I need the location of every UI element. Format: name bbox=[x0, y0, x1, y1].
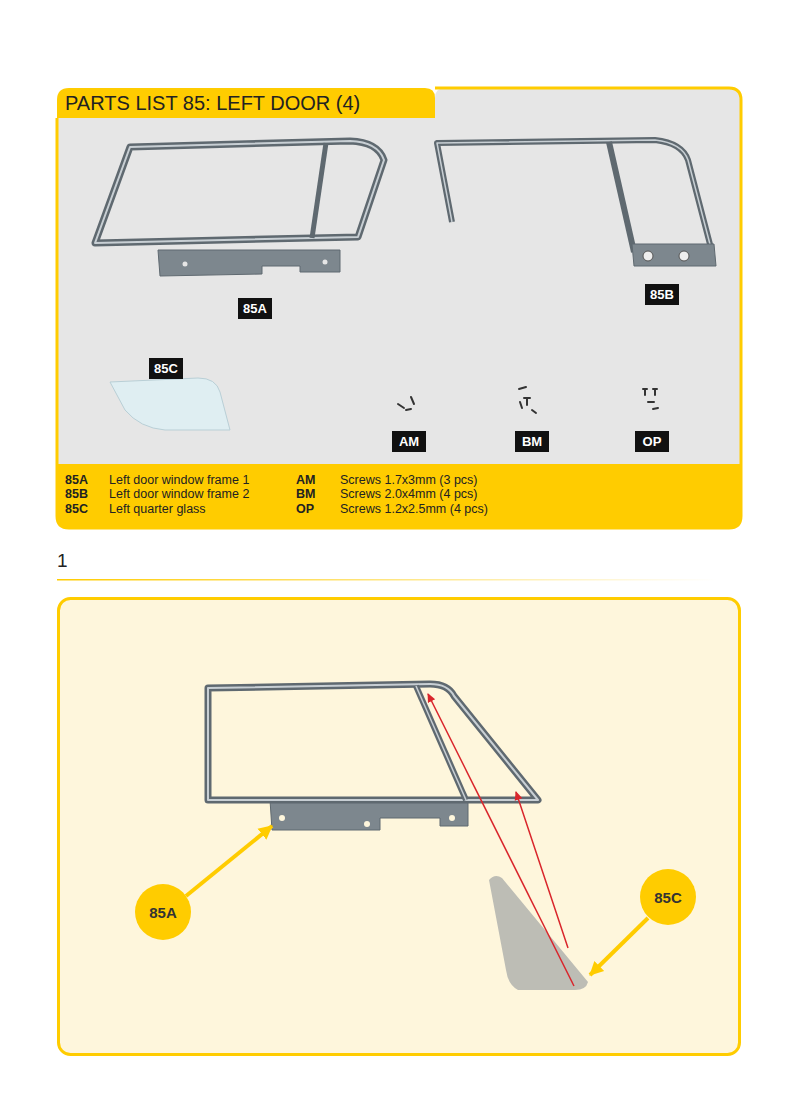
part-tag: BM bbox=[515, 431, 549, 452]
part-code: 85A bbox=[65, 474, 88, 488]
part-tag: 85A bbox=[238, 298, 272, 319]
leader-arrow bbox=[590, 918, 648, 975]
quarter-glass bbox=[489, 876, 588, 990]
assembly-arrow bbox=[516, 792, 568, 948]
step-number: 1 bbox=[57, 551, 68, 572]
window-frame-part bbox=[437, 140, 716, 266]
part-code: 85C bbox=[65, 503, 88, 517]
part-description: Screws 1.7x3mm (3 pcs) bbox=[340, 474, 478, 488]
callout-number: 85C bbox=[154, 361, 178, 376]
part-tag: 85B bbox=[645, 284, 679, 305]
callout-number: AM bbox=[399, 434, 419, 449]
callout-circle: 85A bbox=[135, 884, 191, 940]
part-description: Left door window frame 1 bbox=[109, 474, 249, 488]
window-frame-assembly bbox=[208, 684, 538, 830]
callout-number: BM bbox=[522, 434, 542, 449]
part-tag: OP bbox=[635, 431, 669, 452]
part-code: OP bbox=[296, 503, 314, 517]
part-code: AM bbox=[296, 474, 315, 488]
parts-list-title: PARTS LIST 85: LEFT DOOR (4) bbox=[65, 92, 360, 115]
part-code: BM bbox=[296, 488, 315, 502]
screw-icons bbox=[398, 387, 658, 413]
part-tag: AM bbox=[392, 431, 426, 452]
quarter-glass-part bbox=[110, 378, 230, 430]
part-description: Screws 1.2x2.5mm (4 pcs) bbox=[340, 503, 488, 517]
part-description: Left door window frame 2 bbox=[109, 488, 249, 502]
callout-number: 85A bbox=[149, 904, 177, 921]
part-description: Left quarter glass bbox=[109, 503, 206, 517]
step-rule bbox=[57, 579, 717, 581]
assembly-arrow bbox=[428, 694, 574, 986]
callout-circle: 85C bbox=[640, 869, 696, 925]
part-code: 85B bbox=[65, 488, 88, 502]
callout-number: 85C bbox=[654, 889, 682, 906]
leader-arrow bbox=[186, 826, 272, 896]
callout-number: OP bbox=[643, 434, 662, 449]
part-description: Screws 2.0x4mm (4 pcs) bbox=[340, 488, 478, 502]
parts-panel bbox=[57, 88, 741, 528]
callout-number: 85A bbox=[243, 301, 267, 316]
step-panel bbox=[59, 599, 740, 1055]
part-tag: 85C bbox=[149, 358, 183, 379]
callout-number: 85B bbox=[650, 287, 674, 302]
window-frame-part bbox=[95, 141, 384, 276]
